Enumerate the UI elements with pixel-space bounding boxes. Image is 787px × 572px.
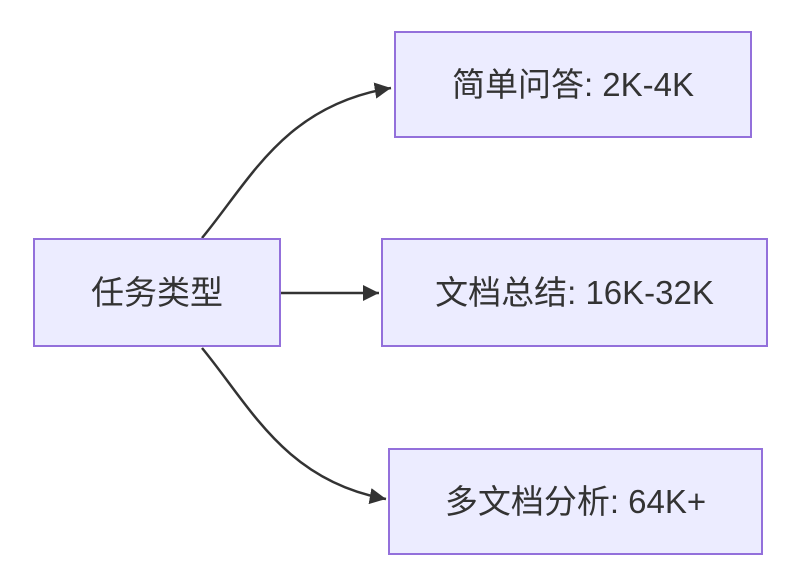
node-task-type: 任务类型 xyxy=(33,238,281,347)
node-doc-summary: 文档总结: 16K-32K xyxy=(381,238,768,347)
node-task-type-label: 任务类型 xyxy=(91,273,223,311)
node-simple-qa: 简单问答: 2K-4K xyxy=(394,31,752,138)
edge-root-to-simple-qa xyxy=(201,82,392,239)
node-doc-summary-label: 文档总结: 16K-32K xyxy=(435,273,714,311)
node-multi-doc-analysis-label: 多文档分析: 64K+ xyxy=(444,482,707,520)
node-simple-qa-label: 简单问答: 2K-4K xyxy=(451,65,695,103)
node-multi-doc-analysis: 多文档分析: 64K+ xyxy=(388,448,763,555)
edge-root-to-multi-doc xyxy=(201,347,387,505)
